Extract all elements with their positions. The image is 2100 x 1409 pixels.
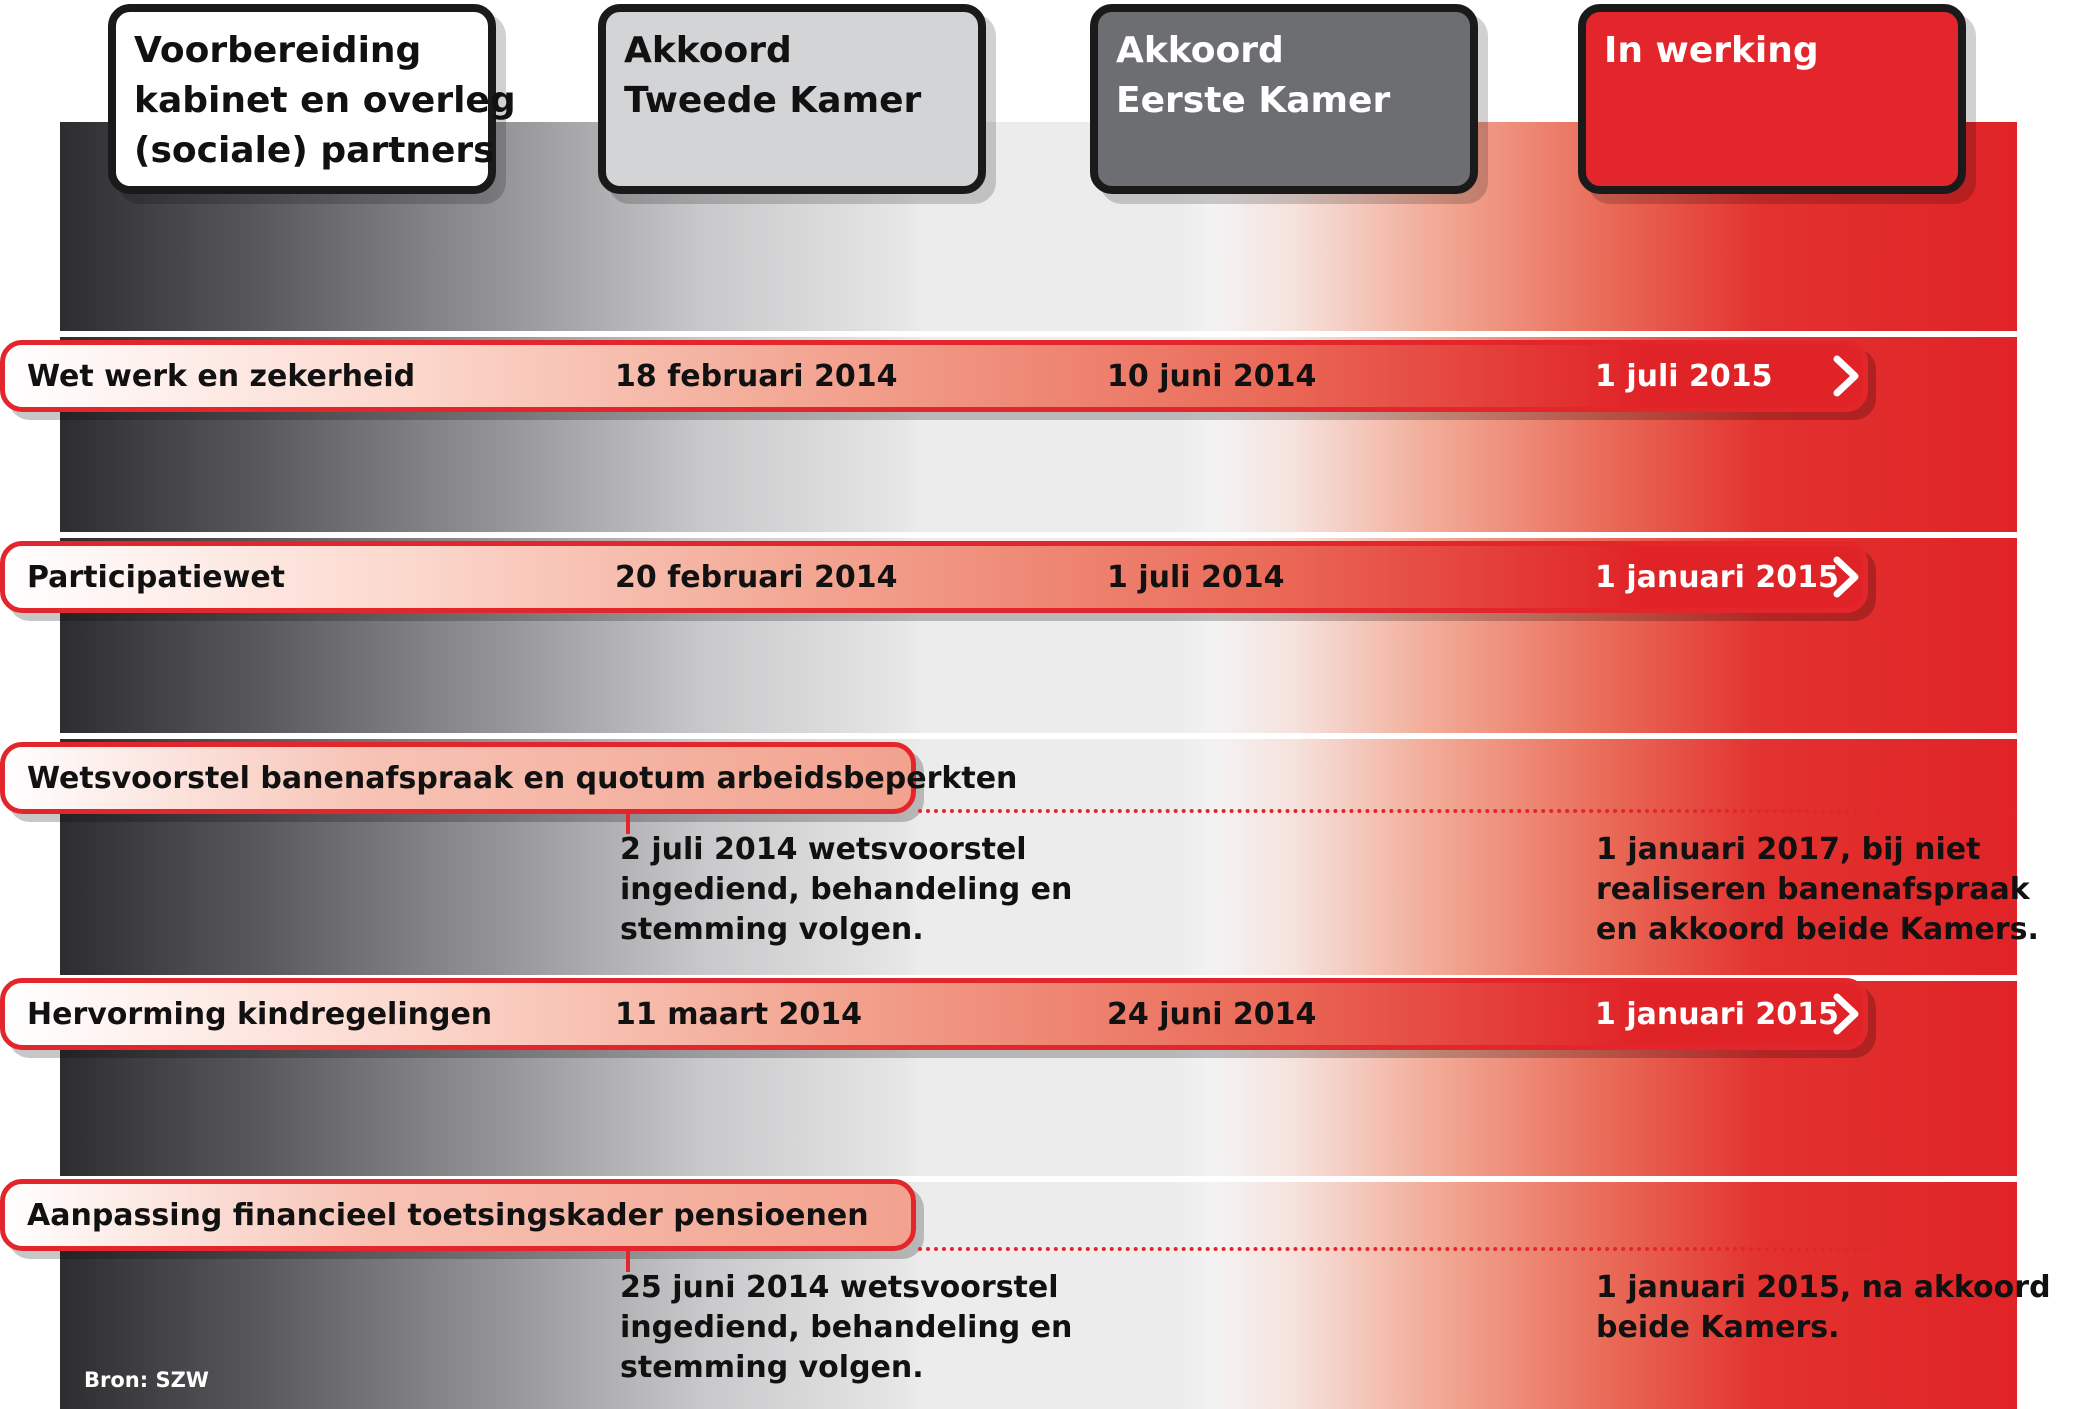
note-line: realiseren banenafspraak (1596, 872, 2030, 907)
row-separator (0, 532, 2017, 538)
note-line: 1 januari 2015, na akkoord (1596, 1270, 2051, 1305)
dotted-line (918, 809, 2018, 813)
timeline-bar-wetsvoorstel-banenafspraak: Wetsvoorstel banenafspraak en quotum arb… (0, 742, 1017, 814)
row-label: Wetsvoorstel banenafspraak en quotum arb… (27, 761, 1018, 796)
header-line: Akkoord (1116, 30, 1284, 71)
header-line: kabinet en overleg (134, 80, 516, 121)
note-line: stemming volgen. (620, 1350, 924, 1385)
date-eerste-kamer: 24 juni 2014 (1107, 997, 1317, 1032)
timeline-bar-participatiewet: Participatiewet 20 februari 2014 1 juli … (0, 541, 1868, 613)
date-in-werking: 1 januari 2015 (1595, 560, 1839, 595)
chevron-right-icon (1833, 556, 1859, 598)
header-line: Voorbereiding (134, 30, 422, 71)
column-header-in-werking: In werking (1578, 4, 1966, 194)
row-label: Wet werk en zekerheid (27, 359, 416, 394)
column-header-eerste-kamer: Akkoord Eerste Kamer (1090, 4, 1478, 194)
note-left: 2 juli 2014 wetsvoorstel ingediend, beha… (620, 830, 1072, 950)
row-separator (0, 733, 2017, 739)
dotted-line (918, 1247, 2018, 1251)
note-line: beide Kamers. (1596, 1310, 1840, 1345)
note-line: ingediend, behandeling en (620, 1310, 1073, 1345)
row-label: Aanpassing financieel toetsingskader pen… (27, 1198, 869, 1233)
source-credit: Bron: SZW (84, 1368, 209, 1392)
date-eerste-kamer: 10 juni 2014 (1107, 359, 1317, 394)
header-line: Eerste Kamer (1116, 80, 1391, 121)
note-left: 25 juni 2014 wetsvoorstel ingediend, beh… (620, 1268, 1072, 1388)
note-line: stemming volgen. (620, 912, 924, 947)
header-line: Akkoord (624, 30, 792, 71)
connector-tick (626, 1250, 630, 1272)
timeline-bar-aanpassing-ftk-pensioenen: Aanpassing financieel toetsingskader pen… (0, 1179, 916, 1251)
note-line: ingediend, behandeling en (620, 872, 1073, 907)
note-line: en akkoord beide Kamers. (1596, 912, 2039, 947)
row-separator (0, 1176, 2017, 1182)
row-separator (0, 331, 2017, 337)
date-in-werking: 1 januari 2015 (1595, 997, 1839, 1032)
note-right: 1 januari 2017, bij niet realiseren bane… (1596, 830, 2039, 950)
chevron-right-icon (1833, 993, 1859, 1035)
date-in-werking: 1 juli 2015 (1595, 359, 1773, 394)
connector-tick (626, 812, 630, 834)
row-label: Hervorming kindregelingen (27, 997, 493, 1032)
row-label: Participatiewet (27, 560, 286, 595)
header-line: (sociale) partners (134, 130, 495, 171)
note-line: 25 juni 2014 wetsvoorstel (620, 1270, 1059, 1305)
date-tweede-kamer: 11 maart 2014 (615, 997, 863, 1032)
note-line: 2 juli 2014 wetsvoorstel (620, 832, 1027, 867)
chevron-right-icon (1833, 355, 1859, 397)
date-tweede-kamer: 20 februari 2014 (615, 560, 898, 595)
timeline-bar-hervorming-kindregelingen: Hervorming kindregelingen 11 maart 2014 … (0, 978, 1868, 1050)
column-header-voorbereiding: Voorbereiding kabinet en overleg (social… (108, 4, 516, 194)
header-line: In werking (1604, 30, 1819, 71)
timeline-bar-wet-werk-en-zekerheid: Wet werk en zekerheid 18 februari 2014 1… (0, 340, 1868, 412)
header-line: Tweede Kamer (624, 80, 922, 121)
note-right: 1 januari 2015, na akkoord beide Kamers. (1596, 1268, 2051, 1348)
date-eerste-kamer: 1 juli 2014 (1107, 560, 1285, 595)
note-line: 1 januari 2017, bij niet (1596, 832, 1981, 867)
date-tweede-kamer: 18 februari 2014 (615, 359, 898, 394)
column-header-tweede-kamer: Akkoord Tweede Kamer (598, 4, 986, 194)
